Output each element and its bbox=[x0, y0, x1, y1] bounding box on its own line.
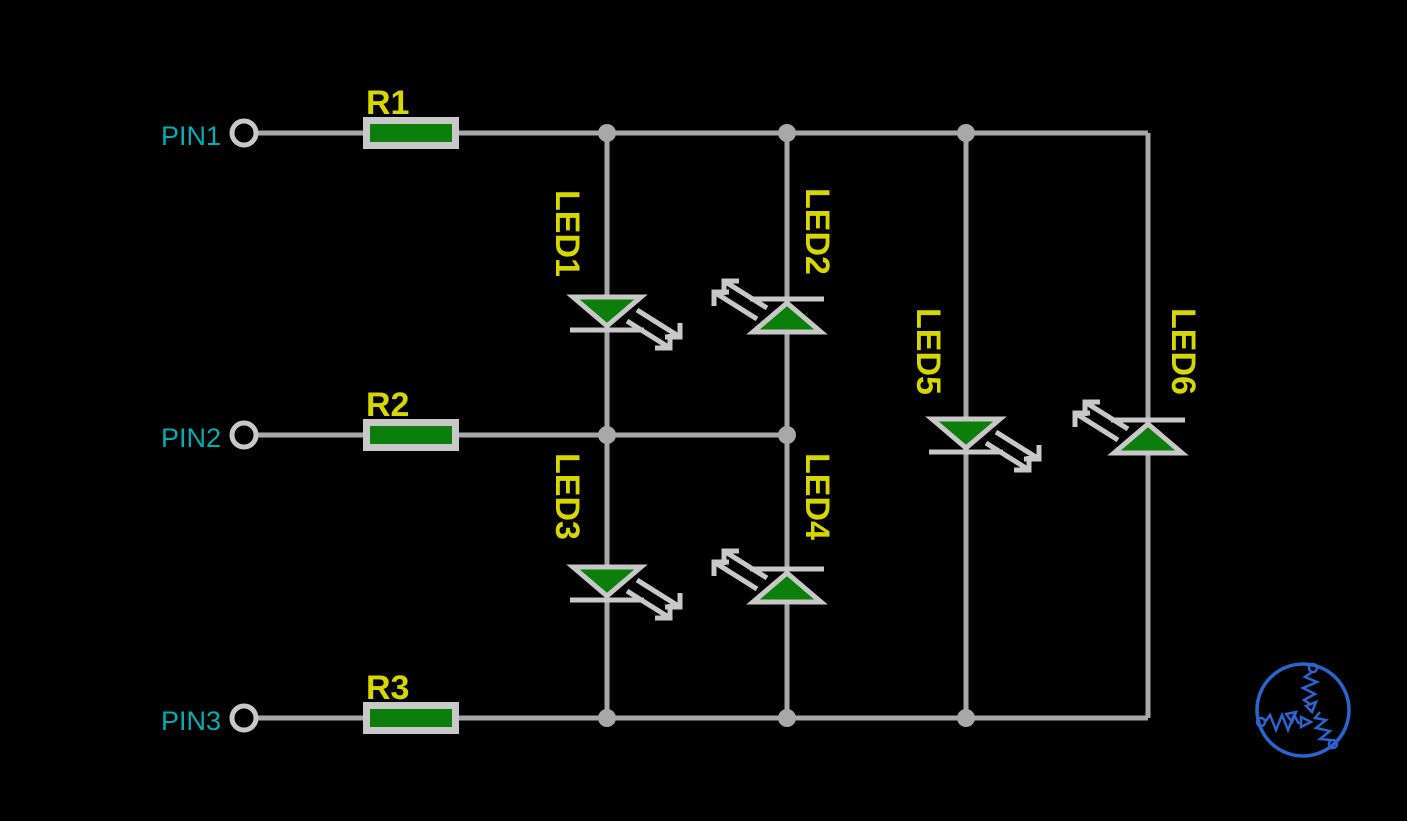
pin1-circle[interactable] bbox=[229, 118, 259, 148]
led3-symbol[interactable] bbox=[570, 567, 680, 618]
led6[interactable]: LED6 bbox=[1075, 308, 1202, 453]
led6-symbol[interactable] bbox=[1075, 402, 1185, 453]
pin1-terminal[interactable]: PIN1 bbox=[161, 118, 259, 151]
logo-terminal-icon bbox=[1307, 662, 1319, 674]
led4-label: LED4 bbox=[798, 453, 836, 540]
led3[interactable]: LED3 bbox=[548, 453, 680, 618]
resistor-r2-label: R2 bbox=[366, 386, 409, 424]
logo-arrow-icon bbox=[1303, 699, 1319, 715]
junction-dot bbox=[957, 124, 975, 142]
led2[interactable]: LED2 bbox=[714, 188, 836, 332]
pin3-label: PIN3 bbox=[161, 706, 221, 736]
junction-dot bbox=[778, 426, 796, 444]
led6-label: LED6 bbox=[1164, 308, 1202, 395]
junction-dot bbox=[598, 124, 616, 142]
led5[interactable]: LED5 bbox=[909, 308, 1039, 470]
logo-circle-icon bbox=[1255, 662, 1351, 758]
pin1-label: PIN1 bbox=[161, 121, 221, 151]
logo-arrow-icon bbox=[1283, 710, 1299, 725]
resistor-fill bbox=[370, 426, 452, 444]
resistor-r3-label: R3 bbox=[366, 669, 409, 707]
junction-dot bbox=[957, 709, 975, 727]
led1-label: LED1 bbox=[548, 190, 586, 277]
logo-arrow-icon bbox=[1299, 714, 1314, 730]
logo-resistor-icon bbox=[1312, 711, 1333, 742]
pin3-circle[interactable] bbox=[229, 703, 259, 733]
resistor-r2[interactable]: R2 bbox=[363, 386, 459, 451]
junction-dot bbox=[778, 124, 796, 142]
resistor-fill bbox=[370, 709, 452, 727]
resistor-fill bbox=[370, 124, 452, 142]
pin2-label: PIN2 bbox=[161, 423, 221, 453]
led4-symbol[interactable] bbox=[714, 551, 824, 602]
led4[interactable]: LED4 bbox=[714, 453, 836, 602]
led5-label: LED5 bbox=[909, 308, 947, 395]
pin2-circle[interactable] bbox=[229, 420, 259, 450]
resistor-r1[interactable]: R1 bbox=[363, 84, 459, 149]
circuitlab-logo bbox=[1255, 662, 1351, 758]
pin2-terminal[interactable]: PIN2 bbox=[161, 420, 259, 453]
led5-symbol[interactable] bbox=[929, 419, 1039, 470]
led1-symbol[interactable] bbox=[570, 297, 680, 348]
resistor-r3[interactable]: R3 bbox=[363, 669, 459, 734]
pin3-terminal[interactable]: PIN3 bbox=[161, 703, 259, 736]
junction-dot bbox=[598, 426, 616, 444]
led2-label: LED2 bbox=[798, 188, 836, 275]
led2-symbol[interactable] bbox=[714, 281, 824, 332]
led1[interactable]: LED1 bbox=[548, 190, 680, 348]
logo-resistor-icon bbox=[1300, 670, 1321, 706]
logo-terminal-icon bbox=[1327, 738, 1339, 750]
resistor-r1-label: R1 bbox=[366, 84, 409, 122]
led3-label: LED3 bbox=[548, 453, 586, 540]
junction-dot bbox=[598, 709, 616, 727]
junction-dot bbox=[778, 709, 796, 727]
logo-terminal-icon bbox=[1255, 716, 1267, 728]
